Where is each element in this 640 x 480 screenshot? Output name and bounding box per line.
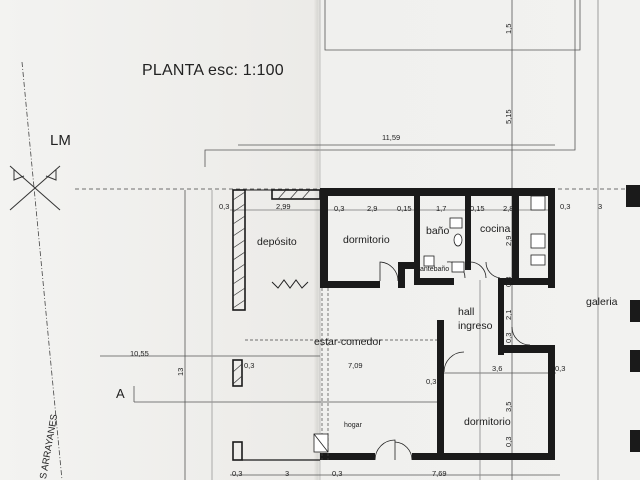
room-deposito: depósito [257,236,297,248]
dim-v-0-3c: 0,3 [504,436,513,447]
dim-2-8: 2,8 [503,204,514,213]
room-cocina: cocina [480,223,511,235]
dim-v-13: 13 [176,367,185,376]
room-dormitorio-2: dormitorio [464,416,511,428]
dim-0-15b: 0,15 [470,204,485,213]
dim-10-55: 10,55 [130,349,149,358]
room-ingreso: ingreso [458,320,493,332]
lm-label: LM [50,132,71,149]
plan-title: PLANTA esc: 1:100 [142,62,284,79]
dim-v-5-15: 5,15 [504,109,513,124]
dim-3: 3 [598,202,603,211]
section-marker: A [116,386,125,401]
dim-right-0-3a: 0,3 [426,377,437,386]
doors [374,261,531,461]
dim-v-3-5: 3,5 [504,401,513,412]
dim-bottom-0-3b: 0,3 [332,469,343,478]
dim-v-2-9: 2,9 [504,235,513,246]
dim-bottom-3: 3 [285,469,290,478]
dim-3-6: 3,6 [492,364,503,373]
site-lines [21,0,640,480]
dim-2-99: 2,99 [276,202,291,211]
dim-v-2-1: 2,1 [504,309,513,320]
dim-1-7: 1,7 [436,204,447,213]
deposito-walls [232,189,321,461]
room-hall: hall [458,306,475,318]
dim-2-9a: 2,9 [367,204,378,213]
room-hogar: hogar [344,422,362,429]
house-walls [320,185,640,460]
dim-0-3b: 0,3 [334,204,345,213]
dim-0-15a: 0,15 [397,204,412,213]
room-antebano: antebaño [420,266,450,273]
room-bano: baño [426,225,450,237]
break-line [271,279,309,289]
dim-7-69: 7,69 [432,469,447,478]
dim-v-1-5: 1,5 [504,23,513,34]
room-estar-comedor: estar-comedor [314,336,382,348]
hatching [232,189,311,385]
dim-bottom-0-3: 0,3 [232,469,243,478]
dim-right-0-3b: 0,3 [555,364,566,373]
interior-dashed [245,288,437,460]
dim-0-3: 0,3 [219,202,230,211]
fixtures [313,195,546,453]
room-galeria: galeria [586,296,618,308]
dim-mid-0-3: 0,3 [244,361,255,370]
dim-7-09: 7,09 [348,361,363,370]
dim-0-3c: 0,3 [560,202,571,211]
room-dormitorio-1: dormitorio [343,234,390,246]
lm-marker-cross [9,165,61,211]
dim-top-total: 11,59 [382,133,401,142]
dim-v-0-3b: 0,3 [504,332,513,343]
dim-v-0-3a: 0,3 [504,276,513,287]
